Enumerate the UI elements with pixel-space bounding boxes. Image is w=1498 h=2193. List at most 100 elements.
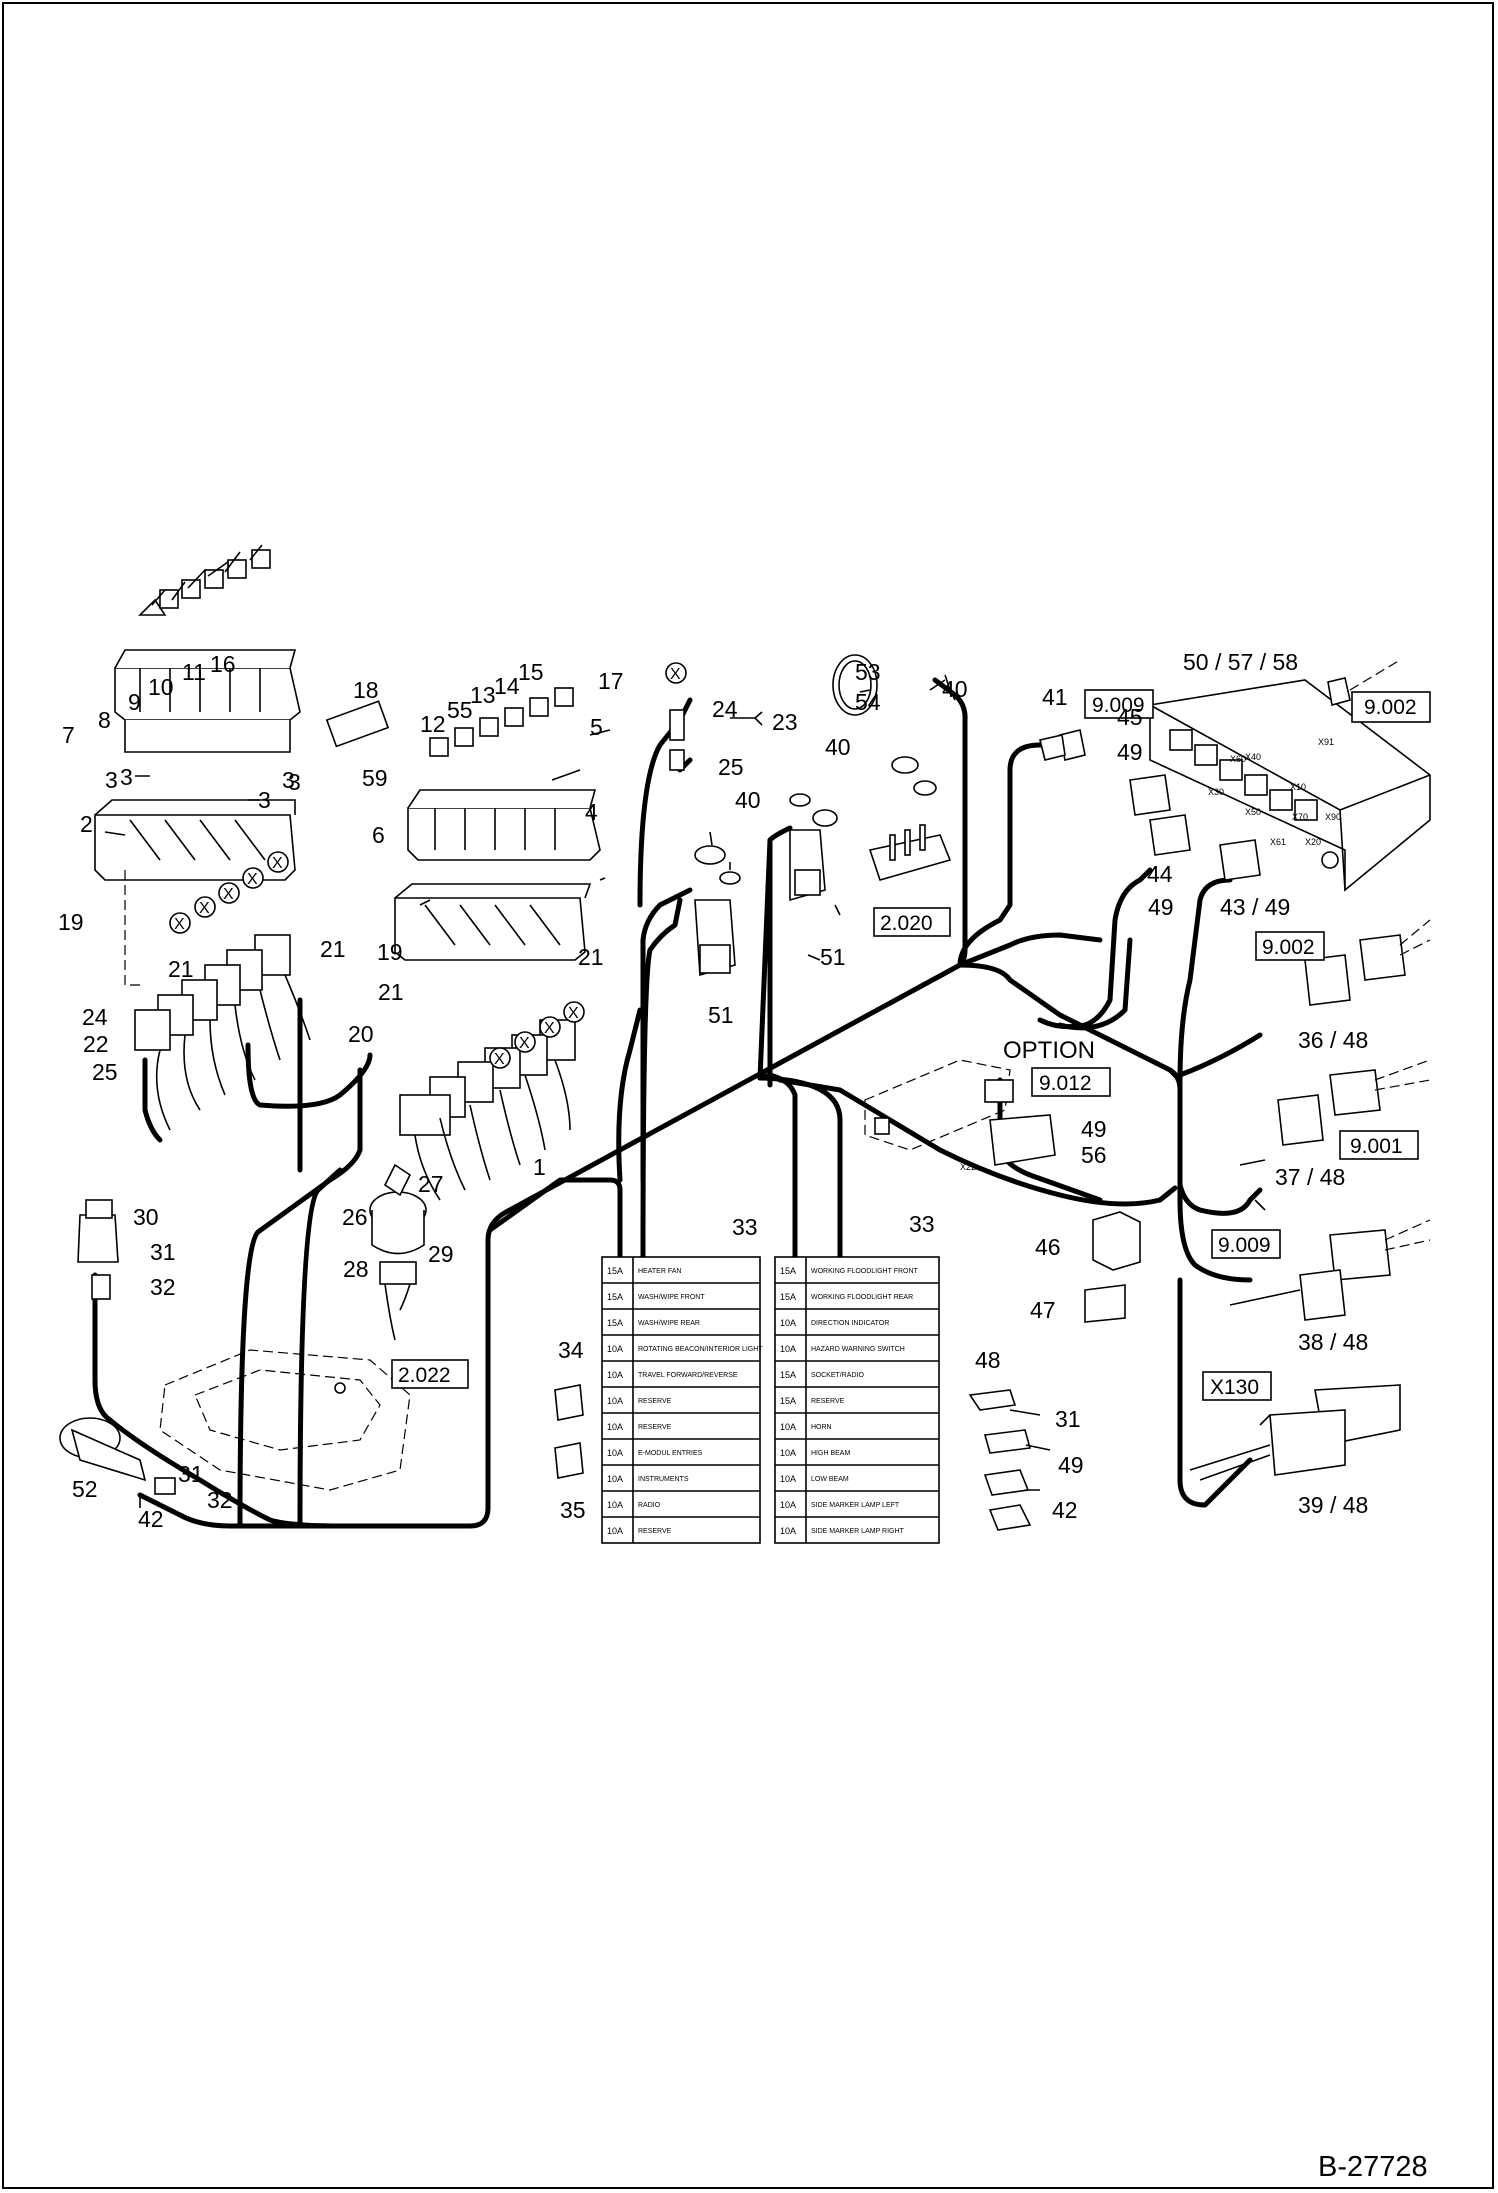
callout-c5: 5 bbox=[590, 714, 603, 740]
callout-c45b: 49 bbox=[1117, 739, 1143, 765]
callout-c32b: 32 bbox=[207, 1487, 233, 1513]
connector-tag: X60 bbox=[1230, 754, 1246, 764]
x-mark-text: X bbox=[223, 886, 234, 903]
callout-c41: 41 bbox=[1042, 684, 1068, 710]
connector-tag: X22 bbox=[960, 1162, 976, 1172]
ref-box-9002-top bbox=[1351, 691, 1431, 723]
callout-c16: 16 bbox=[210, 651, 236, 677]
x-mark-circle bbox=[267, 851, 289, 873]
x-mark-text: X bbox=[272, 855, 283, 872]
connector-tag: X61 bbox=[1270, 837, 1286, 847]
switch-panel-left bbox=[94, 549, 311, 1131]
callout-c34: 34 bbox=[558, 1337, 584, 1363]
x-mark-circle bbox=[194, 896, 216, 918]
callout-c35: 35 bbox=[560, 1497, 586, 1523]
reference-box-label: X130 bbox=[1210, 1376, 1259, 1399]
reference-boxes bbox=[391, 689, 1431, 1401]
x-mark-circle bbox=[563, 1001, 585, 1023]
ref-box-9009-low bbox=[1211, 1229, 1281, 1259]
fuse-label: TRAVEL FORWARD/REVERSE bbox=[638, 1372, 738, 1379]
x-mark-text: X bbox=[568, 1005, 579, 1022]
callout-c25a: 25 bbox=[92, 1059, 118, 1085]
callout-c26: 26 bbox=[342, 1204, 368, 1230]
ref-box-2022 bbox=[391, 1359, 469, 1389]
connector-tag: X40 bbox=[1245, 752, 1261, 762]
ref-box-9002-mid bbox=[1255, 931, 1325, 961]
callout-c40b: 40 bbox=[825, 734, 851, 760]
reference-box-label: 9.002 bbox=[1364, 696, 1417, 719]
x-mark-circle bbox=[489, 1047, 511, 1069]
fuse-amp: 15A bbox=[607, 1318, 623, 1328]
fuse-amp: 15A bbox=[780, 1370, 796, 1380]
drawing-number: B-27728 bbox=[1318, 2151, 1428, 2183]
callout-c20: 20 bbox=[348, 1021, 374, 1047]
callout-c8: 8 bbox=[98, 707, 111, 733]
callout-c25b: 25 bbox=[718, 754, 744, 780]
fuse-label: SOCKET/RADIO bbox=[811, 1372, 864, 1379]
callout-c21d: 21 bbox=[378, 979, 404, 1005]
fuse-label: SIDE MARKER LAMP LEFT bbox=[811, 1502, 900, 1509]
connector-tag: X30 bbox=[1208, 787, 1224, 797]
fuse-label: RESERVE bbox=[638, 1528, 672, 1535]
fuse-amp: 10A bbox=[607, 1474, 623, 1484]
x-mark-text: X bbox=[670, 666, 681, 683]
reference-box-label: 2.022 bbox=[398, 1364, 451, 1387]
callout-c28: 28 bbox=[343, 1256, 369, 1282]
fuse-label: DIRECTION INDICATOR bbox=[811, 1320, 889, 1327]
connector-tag: X90 bbox=[1325, 812, 1341, 822]
reference-box-label: 9.002 bbox=[1262, 936, 1315, 959]
callout-c54: 54 bbox=[855, 689, 881, 715]
callout-c3c: 3 bbox=[282, 767, 295, 793]
connector-tag: X20 bbox=[1305, 837, 1321, 847]
callout-c11: 11 bbox=[182, 659, 206, 685]
callout-c29: 29 bbox=[428, 1241, 454, 1267]
fuse-label: RESERVE bbox=[811, 1398, 845, 1405]
fuse-amp: 15A bbox=[780, 1266, 796, 1276]
callout-c3e: 3 bbox=[288, 769, 301, 795]
x-mark-circle bbox=[169, 912, 191, 934]
callout-c7: 7 bbox=[62, 722, 75, 748]
leader-lines bbox=[104, 544, 1271, 1491]
callout-c55: 55 bbox=[447, 697, 473, 723]
fuse-amp: 10A bbox=[780, 1474, 796, 1484]
callout-c42b: 42 bbox=[1052, 1497, 1078, 1523]
callout-c15: 15 bbox=[518, 659, 544, 685]
x-mark-text: X bbox=[544, 1020, 555, 1037]
callout-c31b: 31 bbox=[178, 1461, 204, 1487]
connector-tag: X70 bbox=[1292, 812, 1308, 822]
callout-c43: 43 / 49 bbox=[1220, 894, 1290, 920]
x-mark-circle bbox=[218, 882, 240, 904]
ref-box-9009-top bbox=[1084, 689, 1154, 719]
reference-box-label: 2.020 bbox=[880, 912, 933, 935]
fuse-amp: 10A bbox=[607, 1526, 623, 1536]
callout-c14: 14 bbox=[494, 673, 520, 699]
fuse-label: E-MODUL ENTRIES bbox=[638, 1450, 703, 1457]
fuse-label: SIDE MARKER LAMP RIGHT bbox=[811, 1528, 905, 1535]
callout-c56: 56 bbox=[1081, 1142, 1107, 1168]
ref-box-9001 bbox=[1339, 1130, 1419, 1160]
callout-c6: 6 bbox=[372, 822, 385, 848]
x-mark-text: X bbox=[174, 916, 185, 933]
callout-c46: 46 bbox=[1035, 1234, 1061, 1260]
fuse-amp: 10A bbox=[780, 1318, 796, 1328]
callout-c53: 53 bbox=[855, 659, 881, 685]
fuse-amp: 15A bbox=[780, 1396, 796, 1406]
central-electric-box bbox=[1129, 659, 1431, 892]
callout-c44b: 49 bbox=[1148, 894, 1174, 920]
fuse-label: HIGH BEAM bbox=[811, 1450, 850, 1457]
connector-tag: X91 bbox=[1318, 737, 1334, 747]
fuse-label: HORN bbox=[811, 1424, 832, 1431]
connector-tag: X10 bbox=[1290, 782, 1306, 792]
fuse-amp: 10A bbox=[607, 1344, 623, 1354]
fuse-amp: 10A bbox=[780, 1500, 796, 1510]
fuse-amp: 10A bbox=[607, 1422, 623, 1432]
fuse-amp: 10A bbox=[780, 1422, 796, 1432]
callout-c3b: 3 bbox=[105, 767, 118, 793]
x-mark-text: X bbox=[199, 900, 210, 917]
callout-c4: 4 bbox=[585, 799, 598, 825]
fuse-label: HEATER FAN bbox=[638, 1268, 681, 1275]
callout-c49b: 49 bbox=[1081, 1116, 1107, 1142]
